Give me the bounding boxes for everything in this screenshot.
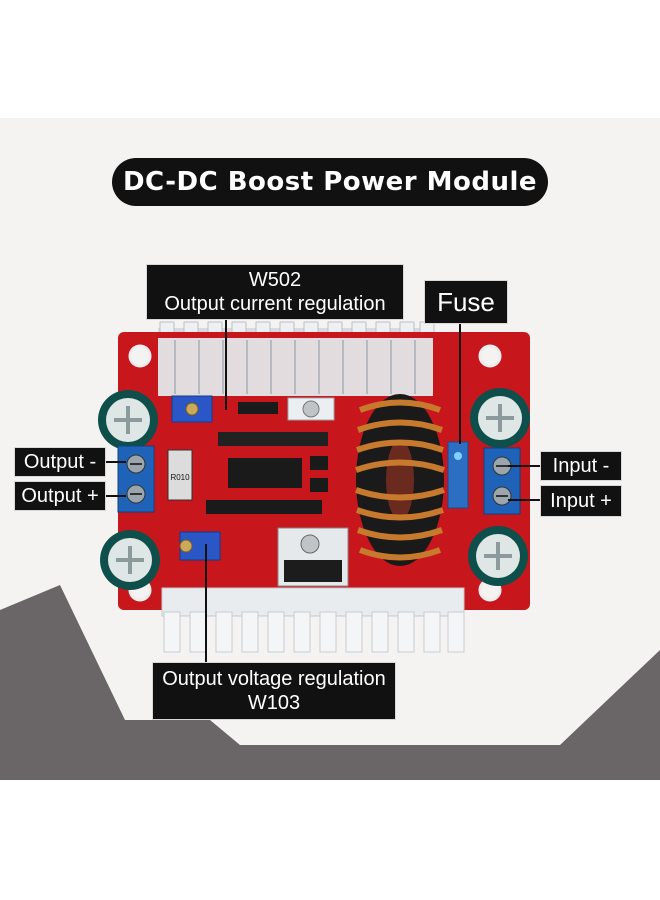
input-minus-label: Input -	[540, 451, 622, 481]
screw	[302, 400, 320, 418]
output-minus-label: Output -	[14, 447, 106, 477]
current-pot-model: W502	[248, 269, 302, 291]
sense-resistor-marking: R010	[170, 473, 190, 482]
voltage-pot-model: W103	[247, 692, 301, 714]
output-terminal-block	[117, 445, 155, 513]
mount-hole	[128, 344, 152, 368]
capacitor-bottom-right	[468, 526, 528, 586]
fuse-component	[447, 441, 469, 509]
bottom-heatsink	[161, 587, 465, 653]
smd-components	[206, 402, 328, 514]
callout-lines	[104, 318, 540, 664]
capacitor-top-left	[98, 390, 158, 450]
toroid-inductor	[355, 394, 445, 566]
current-pot-description: Output current regulation	[164, 293, 386, 315]
input-plus-label: Input +	[540, 485, 622, 517]
fuse-label: Fuse	[424, 280, 508, 324]
capacitor-bottom-left	[100, 530, 160, 590]
capacitor-top-right	[470, 388, 530, 448]
page-title: DC-DC Boost Power Module	[112, 158, 548, 206]
output-plus-label: Output +	[14, 481, 106, 511]
sense-resistor	[167, 449, 193, 501]
voltage-regulation-label: Output voltage regulation W103	[152, 662, 396, 720]
mount-hole	[478, 344, 502, 368]
voltage-pot-description: Output voltage regulation	[162, 668, 386, 690]
current-regulation-label: W502 Output current regulation	[146, 264, 404, 320]
input-terminal-block	[483, 447, 521, 515]
backdrop-dark	[0, 585, 660, 780]
